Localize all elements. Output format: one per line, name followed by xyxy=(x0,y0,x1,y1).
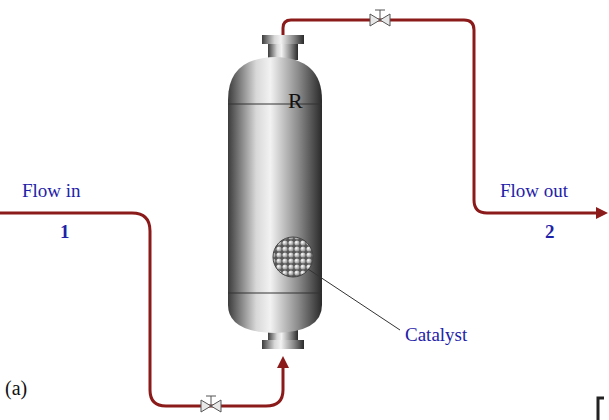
part-label: Catalyst xyxy=(405,325,467,344)
outlet-pipe xyxy=(283,20,598,213)
inlet-arrowhead xyxy=(277,356,289,368)
flow-label: Flow in xyxy=(22,181,81,200)
catalyst-window xyxy=(273,237,313,277)
vessel-label: R xyxy=(288,90,303,112)
leader-line xyxy=(308,269,400,330)
outlet-arrowhead xyxy=(596,207,608,219)
callout-number: 2 xyxy=(545,222,555,241)
reactor-node: R xyxy=(228,60,322,290)
bracket xyxy=(598,398,604,420)
flow-label: Flow out xyxy=(500,181,568,200)
callout-number: 1 xyxy=(60,222,70,241)
reactor-vessel xyxy=(228,35,322,349)
figure-label: (a) xyxy=(5,378,27,398)
outlet-valve xyxy=(370,10,390,26)
inlet-valve xyxy=(201,396,221,412)
